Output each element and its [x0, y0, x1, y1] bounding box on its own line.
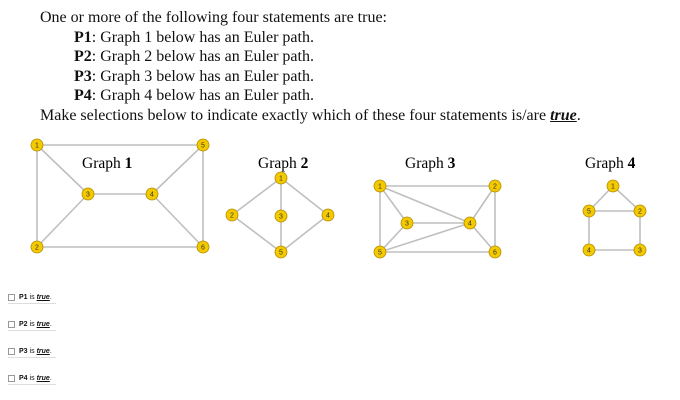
graph-4-title: Graph 4: [585, 155, 636, 172]
graph-3-edge-5-4: [379, 222, 471, 253]
graph-2-node-3: [274, 209, 288, 223]
graph-4: Graph 4 1 2 3 4 5: [582, 155, 647, 257]
graph-4-node-4: [582, 243, 596, 257]
graph-4-node-label-4: 4: [587, 248, 591, 255]
graph-3-node-6: [488, 245, 502, 259]
graph-2-node-label-2: 2: [230, 213, 234, 220]
checkbox-p3[interactable]: [8, 348, 15, 355]
graph-1-node-label-6: 6: [201, 245, 205, 252]
graph-4-node-2: [633, 204, 647, 218]
graph-3-node-label-1: 1: [378, 184, 382, 191]
graph-2-edge-1-2: [231, 177, 282, 216]
graph-1-node-label-3: 3: [86, 192, 90, 199]
statement-p1: P1: Graph 1 below has an Euler path.: [74, 28, 314, 46]
graph-3-node-label-2: 2: [493, 184, 497, 191]
graph-3-node-1: [373, 179, 387, 193]
graph-4-node-label-3: 3: [638, 248, 642, 255]
graph-3-edge-2-4: [469, 185, 496, 224]
graph-1-node-3: [81, 187, 95, 201]
graph-1-node-6: [196, 240, 210, 254]
question-text: One or more of the following four statem…: [40, 8, 581, 125]
graph-3-title: Graph 3: [405, 155, 456, 172]
checkbox-p1[interactable]: [8, 294, 15, 301]
graph-2-node-label-4: 4: [326, 213, 330, 220]
graph-1-edge-4-6: [151, 193, 204, 248]
graph-1-edge-3-2: [36, 193, 89, 248]
graph-3-node-3: [400, 216, 414, 230]
graph-3-edge-1-4: [379, 185, 471, 224]
graph-4-node-label-5: 5: [587, 209, 591, 216]
graph-4-node-3: [633, 243, 647, 257]
checkbox-p4[interactable]: [8, 375, 15, 382]
graph-4-node-1: [606, 179, 620, 193]
graph-1-node-5: [196, 138, 210, 152]
graph-2-edge-1-4: [280, 177, 329, 216]
graph-1-node-1: [30, 138, 44, 152]
graph-3-node-label-5: 5: [378, 250, 382, 257]
graph-3-edge-3-5: [379, 222, 408, 253]
checkbox-p2[interactable]: [8, 321, 15, 328]
graph-1-node-label-2: 2: [35, 245, 39, 252]
statement-p4: P4: Graph 4 below has an Euler path.: [74, 87, 314, 104]
graph-1-node-label-5: 5: [201, 143, 205, 150]
graph-2-node-label-5: 5: [279, 250, 283, 257]
graph-1-node-label-1: 1: [35, 143, 39, 150]
graph-1-node-label-4: 4: [150, 192, 154, 199]
graph-2-edge-4-5: [280, 214, 329, 253]
graph-1-node-4: [145, 187, 159, 201]
graph-3-edge-1-3: [379, 185, 408, 224]
graph-3: Graph 3 1 2 3 4 5 6: [373, 155, 502, 259]
instruction: Make selections below to indicate exactl…: [40, 106, 581, 124]
graph-3-node-label-6: 6: [493, 250, 497, 257]
graph-4-node-5: [582, 204, 596, 218]
graph-2: Graph 2 1 2 3 4 5: [225, 155, 335, 259]
graph-2-node-4: [321, 208, 335, 222]
graph-3-node-4: [463, 216, 477, 230]
statement-p3: P3: Graph 3 below has an Euler path.: [74, 67, 314, 85]
question-intro: One or more of the following four statem…: [40, 9, 387, 26]
graph-1-node-2: [30, 240, 44, 254]
statement-p2: P2: Graph 2 below has an Euler path.: [74, 48, 314, 65]
graph-2-node-5: [274, 245, 288, 259]
graph-2-node-label-3: 3: [279, 214, 283, 221]
graph-1: Graph 1 1 2 3 4 5 6: [30, 138, 210, 254]
graph-2-node-2: [225, 208, 239, 222]
graph-2-title: Graph 2: [258, 155, 309, 172]
graph-2-edge-2-5: [231, 214, 282, 253]
graph-4-node-label-1: 1: [611, 184, 615, 191]
graph-1-edge-1-3: [36, 144, 89, 195]
graph-3-node-5: [373, 245, 387, 259]
graph-3-node-label-4: 4: [468, 221, 472, 228]
graph-1-edge-5-4: [151, 144, 204, 195]
graph-3-node-label-3: 3: [405, 221, 409, 228]
graph-4-node-label-2: 2: [638, 209, 642, 216]
graph-2-node-label-1: 1: [279, 176, 283, 183]
graph-3-node-2: [488, 179, 502, 193]
graph-1-title: Graph 1: [82, 155, 132, 172]
graph-2-node-1: [274, 171, 288, 185]
